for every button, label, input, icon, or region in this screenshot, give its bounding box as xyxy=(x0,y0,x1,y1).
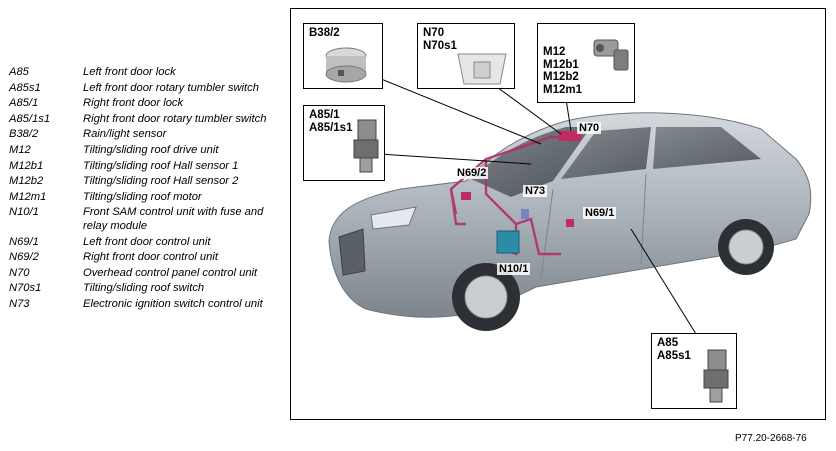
grille xyxy=(338,228,366,276)
callout-line: A85/1s1 xyxy=(309,121,353,134)
legend-code: A85s1 xyxy=(9,81,41,94)
car-illustration xyxy=(328,78,812,335)
legend-item: N70 Overhead control panel control unit xyxy=(9,267,271,281)
legend-item: B38/2 Rain/light sensor xyxy=(9,128,271,142)
roof-drive-motor-icon xyxy=(593,39,629,71)
legend-code: M12 xyxy=(9,143,31,156)
legend-desc: Electronic ignition switch control unit xyxy=(83,297,263,310)
headlight xyxy=(370,206,417,230)
legend-code: N10/1 xyxy=(9,206,39,219)
n69-2-marker xyxy=(461,192,471,200)
legend-desc: Rain/light sensor xyxy=(83,128,167,141)
legend-item: A85 Left front door lock xyxy=(9,66,271,80)
tag-n69-2: N69/2 xyxy=(455,167,489,179)
callout-line: M12m1 xyxy=(543,83,582,96)
n10-1-marker xyxy=(496,230,520,254)
callout-line: N70s1 xyxy=(423,39,457,52)
windshield xyxy=(471,127,591,197)
legend-desc: Overhead control panel control unit xyxy=(83,266,258,279)
side-window-front xyxy=(561,127,651,179)
callout-line: A85 xyxy=(657,337,679,349)
callout-line: N70 xyxy=(423,27,445,39)
legend-desc: Left front door lock xyxy=(83,66,176,78)
callout-line: A85s1 xyxy=(657,349,691,362)
legend-item: A85s1 Left front door rotary tumbler swit… xyxy=(9,82,271,96)
legend-code: A85/1 xyxy=(9,97,39,110)
legend-code: N69/2 xyxy=(9,251,39,264)
callout-b38-2: B38/2 xyxy=(303,23,383,89)
legend-item: N10/1 Front SAM control unit with fuse an… xyxy=(9,206,271,233)
legend-code: N73 xyxy=(9,297,30,310)
tag-n10-1: N10/1 xyxy=(497,263,531,275)
legend-desc: Tilting/sliding roof drive unit xyxy=(83,143,219,156)
callout-label: B38/2 xyxy=(309,27,340,39)
legend-code: B38/2 xyxy=(9,128,39,141)
legend-desc: Tilting/sliding roof motor xyxy=(83,190,202,203)
legend-item: N73 Electronic ignition switch control un… xyxy=(9,298,271,312)
figure-reference: P77.20-2668-76 xyxy=(735,433,807,444)
overhead-panel-icon xyxy=(457,53,507,85)
legend-code: M12b2 xyxy=(9,175,44,188)
legend-code: N70s1 xyxy=(9,282,42,295)
tag-n69-1: N69/1 xyxy=(583,207,617,219)
legend-desc: Left front door rotary tumbler switch xyxy=(83,81,259,94)
legend-code: A85 xyxy=(9,66,29,78)
rain-light-sensor-icon xyxy=(325,47,367,83)
tag-n73: N73 xyxy=(523,185,548,197)
legend-desc: Right front door rotary tumbler switch xyxy=(83,112,267,125)
legend-desc: Tilting/sliding roof Hall sensor 2 xyxy=(83,175,239,188)
callout-line: M12 xyxy=(543,46,566,58)
legend-item: M12b1 Tilting/sliding roof Hall sensor 1 xyxy=(9,160,271,174)
legend-item: N69/2 Right front door control unit xyxy=(9,251,271,265)
door-lock-icon xyxy=(703,349,729,403)
legend-code: A85/1s1 xyxy=(9,112,51,125)
legend-item: A85/1s1 Right front door rotary tumbler s… xyxy=(9,113,271,127)
legend-item: M12 Tilting/sliding roof drive unit xyxy=(9,144,271,158)
legend-code: M12b1 xyxy=(9,159,44,172)
legend-item: N69/1 Left front door control unit xyxy=(9,236,271,250)
legend-desc: Right front door control unit xyxy=(83,251,218,264)
legend-desc: Tilting/sliding roof switch xyxy=(83,282,205,295)
legend-item: N70s1 Tilting/sliding roof switch xyxy=(9,282,271,296)
legend-desc: Tilting/sliding roof Hall sensor 1 xyxy=(83,159,239,172)
n73-marker xyxy=(521,209,529,219)
callout-line: M12b1 xyxy=(543,58,579,71)
legend-item: A85/1 Right front door lock xyxy=(9,97,271,111)
legend-item: M12m1 Tilting/sliding roof motor xyxy=(9,191,271,205)
legend-code: N69/1 xyxy=(9,235,39,248)
legend-code: M12m1 xyxy=(9,190,47,203)
callout-line: M12b2 xyxy=(543,71,579,83)
legend-item: M12b2 Tilting/sliding roof Hall sensor 2 xyxy=(9,175,271,189)
tag-n70: N70 xyxy=(577,122,602,134)
legend-code: N70 xyxy=(9,266,30,279)
legend-desc: Left front door control unit xyxy=(83,235,211,248)
side-window-rear xyxy=(653,127,761,169)
legend-desc: Front SAM control unit with fuse and rel… xyxy=(83,206,264,232)
n70-marker xyxy=(559,131,581,141)
door-lock-icon xyxy=(353,119,379,173)
legend-desc: Right front door lock xyxy=(83,97,184,110)
n69-1-marker xyxy=(566,219,574,227)
callout-line: A85/1 xyxy=(309,109,340,121)
